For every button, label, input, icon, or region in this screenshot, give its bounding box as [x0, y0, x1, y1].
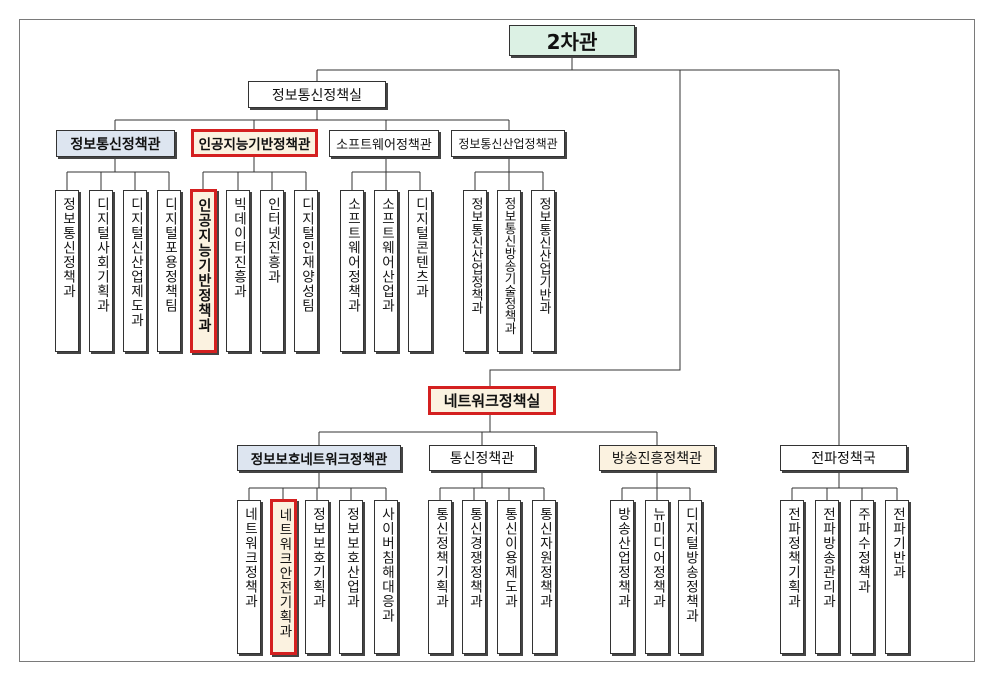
- team-box: 방송산업정책과: [610, 500, 634, 654]
- team-label: 정보보호기획과: [309, 507, 326, 609]
- team-box: 디지털콘텐츠과: [408, 190, 432, 352]
- team-label: 네트워크정책과: [241, 507, 258, 609]
- team-box: 정보통신산업정책과: [463, 190, 487, 352]
- team-label: 디지털방송정책과: [682, 507, 699, 623]
- network-policy-office-box: 네트워크정책실: [428, 386, 556, 415]
- team-label: 전파방송관리과: [819, 507, 836, 609]
- bureau-infosec-network-policy: 정보보호네트워크정책관: [237, 445, 401, 471]
- bureau-software-policy: 소프트웨어정책관: [329, 130, 439, 157]
- team-label: 전파정책기획과: [784, 507, 801, 609]
- team-label: 통신자원정책과: [536, 507, 553, 609]
- team-box: 디지털포용정책팀: [157, 190, 181, 352]
- team-label: 뉴미디어정책과: [649, 507, 666, 609]
- team-label: 소프트웨어정책과: [344, 197, 361, 313]
- radio-policy-bureau-box: 전파정책국: [780, 445, 907, 471]
- team-box: 전파기반과: [885, 500, 909, 654]
- team-box-highlighted: 네트워크안전기획과: [270, 499, 297, 655]
- team-label: 전파기반과: [889, 507, 906, 580]
- team-box: 소프트웨어정책과: [340, 190, 364, 352]
- team-label: 사이버침해대응과: [378, 507, 395, 623]
- team-label: 주파수정책과: [854, 507, 871, 594]
- team-label: 통신정책기획과: [432, 507, 449, 609]
- vice-minister-box: 2차관: [509, 25, 635, 56]
- team-box: 통신정책기획과: [428, 500, 452, 654]
- bureau-ict-policy: 정보통신정책관: [56, 130, 175, 157]
- team-box: 뉴미디어정책과: [645, 500, 669, 654]
- team-label: 인공지능기반정책과: [196, 198, 212, 333]
- chart-frame: [19, 19, 975, 662]
- team-label: 인터넷진흥과: [264, 197, 281, 284]
- team-box: 디지털신산업제도과: [123, 190, 147, 352]
- team-label: 통신경쟁정책과: [466, 507, 483, 609]
- team-box: 정보보호산업과: [339, 500, 363, 654]
- team-label: 디지털신산업제도과: [127, 197, 144, 328]
- team-box: 정보통신산업기반과: [531, 190, 555, 352]
- team-label: 정보통신정책과: [59, 197, 76, 299]
- bureau-ict-industry-policy: 정보통신산업정책관: [451, 130, 565, 157]
- team-label: 통신이용제도과: [501, 507, 518, 609]
- team-box: 전파정책기획과: [780, 500, 804, 654]
- team-box: 빅데이터진흥과: [226, 190, 250, 352]
- team-box: 정보보호기획과: [305, 500, 329, 654]
- team-label: 소프트웨어산업과: [378, 197, 395, 313]
- team-label: 방송산업정책과: [614, 507, 631, 609]
- team-box: 소프트웨어산업과: [374, 190, 398, 352]
- team-label: 정보통신방송기술정책과: [502, 197, 517, 335]
- team-label: 디지털인재양성팀: [298, 197, 315, 313]
- team-label: 정보보호산업과: [343, 507, 360, 609]
- ict-policy-office-box: 정보통신정책실: [248, 81, 386, 108]
- bureau-ai-infra-policy: 인공지능기반정책관: [191, 129, 318, 157]
- team-box: 주파수정책과: [850, 500, 874, 654]
- team-box: 디지털사회기획과: [89, 190, 113, 352]
- team-box-highlighted: 인공지능기반정책과: [190, 189, 217, 353]
- team-box: 디지털인재양성팀: [294, 190, 318, 352]
- team-label: 정보통신산업정책과: [468, 197, 483, 314]
- team-box: 인터넷진흥과: [260, 190, 284, 352]
- bureau-telecom-policy: 통신정책관: [429, 445, 535, 471]
- team-box: 통신경쟁정책과: [462, 500, 486, 654]
- team-box: 네트워크정책과: [237, 500, 261, 654]
- team-label: 빅데이터진흥과: [230, 197, 247, 299]
- bureau-broadcast-promotion-policy: 방송진흥정책관: [599, 445, 715, 471]
- team-box: 디지털방송정책과: [678, 500, 702, 654]
- team-label: 디지털콘텐츠과: [412, 197, 429, 299]
- team-box: 전파방송관리과: [815, 500, 839, 654]
- team-box: 정보통신정책과: [55, 190, 79, 352]
- team-box: 사이버침해대응과: [374, 500, 398, 654]
- team-box: 통신자원정책과: [532, 500, 556, 654]
- team-label: 디지털포용정책팀: [161, 197, 178, 313]
- team-label: 정보통신산업기반과: [536, 197, 551, 314]
- team-label: 디지털사회기획과: [93, 197, 110, 313]
- team-label: 네트워크안전기획과: [276, 508, 292, 639]
- team-box: 통신이용제도과: [497, 500, 521, 654]
- team-box: 정보통신방송기술정책과: [497, 190, 521, 352]
